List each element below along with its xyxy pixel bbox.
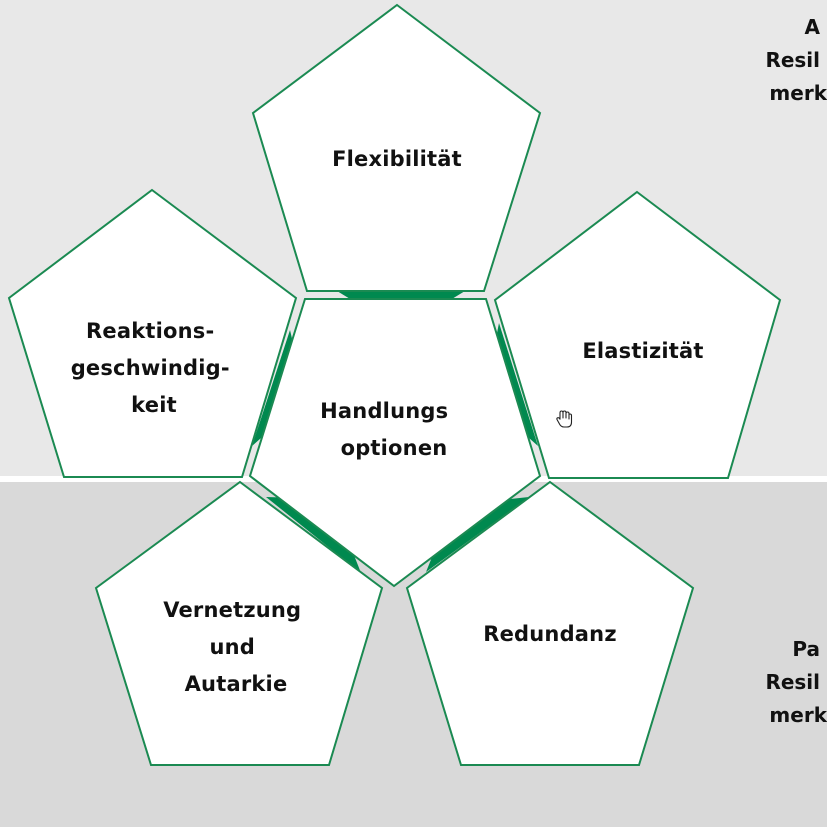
pentagon-reaktion[interactable] xyxy=(7,188,298,478)
label-flexibilitaet-line: Flexibilität xyxy=(332,147,462,171)
label-flexibilitaet: Flexibilität xyxy=(332,147,462,171)
side-text-top: A Resil merk xyxy=(765,15,827,105)
label-vernetzung-line-1: Vernetzung xyxy=(163,598,301,622)
side-text-bottom-line-2: Resil xyxy=(765,670,820,694)
label-center: Handlungs optionen xyxy=(320,399,456,460)
side-text-top-line-3: merk xyxy=(769,81,827,105)
label-reaktion-line-3: keit xyxy=(131,393,177,417)
pentagon-flexibilitaet[interactable] xyxy=(251,3,542,292)
label-vernetzung-line-2: und xyxy=(209,635,255,659)
label-center-line-2: optionen xyxy=(341,436,448,460)
label-elastizitaet: Elastizität xyxy=(582,339,703,363)
label-reaktion: Reaktions- geschwindig- keit xyxy=(71,319,238,417)
side-text-bottom-line-1: Pa xyxy=(792,637,820,661)
label-redundanz: Redundanz xyxy=(483,622,617,646)
pentagon-elastizitaet[interactable] xyxy=(493,190,782,479)
side-text-bottom: Pa Resil merk xyxy=(765,637,827,727)
side-text-top-line-2: Resil xyxy=(765,48,820,72)
hand-pointer-icon xyxy=(556,410,573,428)
label-elastizitaet-line: Elastizität xyxy=(582,339,703,363)
label-reaktion-line-1: Reaktions- xyxy=(86,319,214,343)
side-text-top-line-1: A xyxy=(805,15,821,39)
label-reaktion-line-2: geschwindig- xyxy=(71,356,230,380)
label-center-line-1: Handlungs xyxy=(320,399,448,423)
label-redundanz-line: Redundanz xyxy=(483,622,617,646)
side-text-bottom-line-3: merk xyxy=(769,703,827,727)
label-vernetzung-line-3: Autarkie xyxy=(185,672,288,696)
pentagon-vernetzung[interactable] xyxy=(94,480,384,766)
pentagon-redundanz[interactable] xyxy=(405,480,695,766)
center-pentagon xyxy=(248,298,542,588)
label-vernetzung: Vernetzung und Autarkie xyxy=(163,598,309,696)
